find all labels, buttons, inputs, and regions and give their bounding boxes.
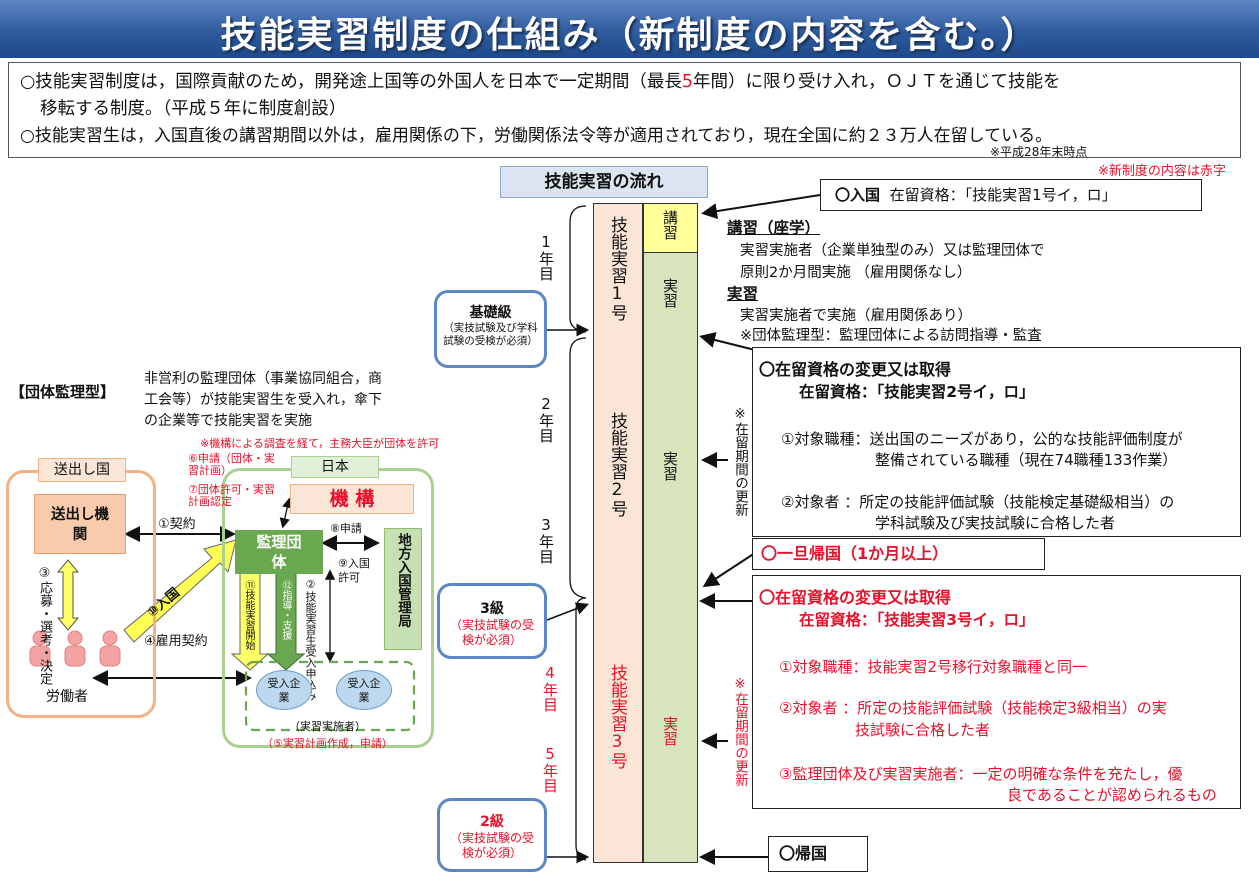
level-kiso-title: 基礎級 [469,305,512,321]
entry-box: 〇入国 在留資格：「技能実習1号イ，ロ」 [820,179,1202,211]
japan-label: 日本 [291,456,379,478]
kosyu-line-1: 実習実施者（企業単独型のみ）又は監理団体で [740,243,1045,259]
year-3-label: 3年目 [537,516,555,564]
desc-line-3: の企業等で技能実習を実施 [144,413,312,429]
intro-line-1-a: ○技能実習制度は，国際貢献のため，開発途上国等の外国人を日本で一定期間（最長 [20,72,682,92]
level-kiso-sub: （実技試験及び学科試験の受検が必須） [443,322,538,347]
intro-line-1-b: 年間）に限り受け入れ，ＯＪＴを通じて技能を [693,72,1061,92]
kosyu-line-2: 原則2か月間実施 （雇用関係なし） [740,265,972,281]
level-2-box: 2級 （実技試験の受検が必須） [437,798,547,872]
jisshu-1-label: 実習 [661,278,679,308]
level-2-sub: （実技試験の受検が必須） [449,831,534,860]
desc-line-1: 非営利の監理団体（事業協同組合，商 [144,371,382,387]
page-title: 技能実習制度の仕組み（新制度の内容を含む。） [220,15,1039,56]
change-3-item-2b: 技試験に合格した者 [855,721,991,739]
year-5-label: 5年目 [541,745,559,793]
red-content-note: ※新制度の内容は赤字 [1098,164,1226,179]
change-2-head: 〇在留資格の変更又は取得 [759,360,952,379]
level-3-box: 3級 （実技試験の受検が必須） [437,583,547,659]
flow-header: 技能実習の流れ [500,166,708,198]
type-label: 【団体監理型】 [10,383,116,401]
step-12-label: ⑫指導・支援 [280,580,291,640]
flow-column-left [593,203,643,863]
phase-3-label: 技能実習3号 [607,664,627,769]
jisshu-line-2: ※団体監理型：監理団体による訪問指導・監査 [740,328,1042,344]
entry-status: 在留資格：「技能実習1号イ，ロ」 [889,186,1117,204]
jisshu-line-1: 実習実施者で実施（雇用関係あり） [740,308,972,324]
immigration-box: 地方入国管理局 [384,528,422,650]
jisshu-3-label: 実習 [661,716,679,746]
desc-line-2: 工会等）が技能実習生を受入れ，傘下 [144,392,382,408]
intro-box [8,62,1241,158]
change-3-item-3a: ③監理団体及び実習実施者：一定の明確な条件を充たし，優 [779,765,1183,783]
step-11-label: ⑪技能実習開始 [243,580,254,650]
level-kiso-box: 基礎級 （実技試験及び学科試験の受検が必須） [434,290,547,368]
kosyu-label: 講習 [661,210,679,240]
company-2: 受入企業 [336,670,392,710]
intro-footnote: ※平成28年末時点 [990,145,1088,159]
level-2-title: 2級 [480,814,504,830]
phase-2-label: 技能実習2号 [607,412,627,517]
change-2-item-1b: 整備されている職種（現在74職種133作業） [875,451,1178,469]
year-1-label: 1年目 [537,233,555,281]
change-3-box: 〇在留資格の変更又は取得 在留資格：「技能実習3号イ，ロ」 ①対象職種：技能実習… [752,575,1241,809]
change-3-item-2a: ②対象者 ：所定の技能評価試験（技能検定3級相当）の実 [779,699,1167,717]
workers-label: 労働者 [46,689,88,705]
change-2-item-1a: ①対象職種：送出国のニーズがあり，公的な技能評価制度が [781,430,1183,448]
change-3-status: 在留資格：「技能実習3号イ，ロ」 [799,611,1035,629]
kosyu-head: 講習（座学） [727,219,821,237]
kikoku-once-box: 〇一旦帰国（1か月以上） [752,538,1045,570]
change-3-head: 〇在留資格の変更又は取得 [759,588,952,607]
jisshu-head: 実習 [727,285,759,303]
title-bar [0,0,1259,58]
jisshu-2-label: 実習 [661,451,679,481]
year-2-label: 2年目 [537,395,555,443]
intro-line-1-num: 5 [681,72,694,92]
intro-line-2: 移転する制度。（平成５年に制度創設） [40,99,347,119]
step-8-label: ⑧申請 [330,522,362,535]
kanri-box: 監理団体 [235,530,323,574]
flow-column-right [643,203,698,863]
change-3-item-3b: 良であることが認められるもの [1007,786,1217,804]
renewal-note-2: ※在留期間の更新 [732,676,748,787]
step-3-label: ③応募・選考・決定 [37,566,52,685]
intro-line-1: ○技能実習制度は，国際貢献のため，開発途上国等の外国人を日本で一定期間（最長5年… [20,68,1061,93]
change-2-item-2a: ②対象者 ：所定の技能評価試験（技能検定基礎級相当）の [781,493,1175,511]
renewal-note-1: ※在留期間の更新 [732,406,748,517]
entry-label: 〇入国 [835,186,881,204]
step-5-label: （⑤実習計画作成，申請） [262,737,393,750]
company-1: 受入企業 [256,670,312,710]
step-2-label: ②技能実習生受入申込み [304,578,317,701]
kikoku-box: 〇帰国 [768,836,868,872]
change-2-item-2b: 学科試験及び実技試験に合格した者 [875,514,1116,532]
step-9-label: ⑨入国許可 [338,557,370,584]
kosyu-cell [643,203,698,253]
sending-org-box: 送出し機関 [34,494,126,554]
step-1-label: ①契約 [158,517,196,532]
level-3-sub: （実技試験の受検が必須） [449,618,534,647]
kikou-box: 機 構 [290,484,414,514]
phase-1-label: 技能実習1号 [607,216,627,321]
intro-line-3: ○技能実習生は，入国直後の講習期間以外は，雇用関係の下，労働関係法令等が適用され… [20,126,1053,146]
implementer-label: （実習実施者） [289,720,366,733]
step-6-label: ⑥申請（団体・実習計画） [188,452,275,477]
sending-country-label: 送出し国 [38,458,126,482]
change-2-box: 〇在留資格の変更又は取得 在留資格：「技能実習2号イ，ロ」 ①対象職種：送出国の… [752,347,1241,537]
permission-note: ※機構による調査を経て，主務大臣が団体を許可 [200,437,440,450]
step-4-label: ④雇用契約 [144,634,208,649]
level-3-title: 3級 [480,601,504,617]
step-7-label: ⑦団体許可・実習計画認定 [188,483,275,508]
change-3-item-1: ①対象職種：技能実習2号移行対象職種と同一 [779,658,1087,676]
year-4-label: 4年目 [541,664,559,712]
change-2-status: 在留資格：「技能実習2号イ，ロ」 [799,383,1035,401]
